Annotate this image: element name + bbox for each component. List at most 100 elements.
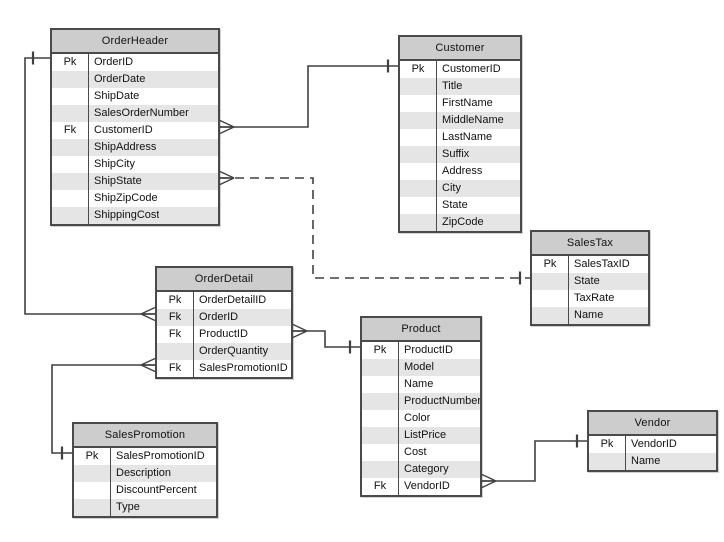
key-cell — [400, 197, 437, 214]
key-cell — [400, 78, 437, 95]
table-row: ProductNumber — [362, 393, 480, 410]
field-cell: CustomerID — [94, 124, 153, 136]
table-row: Description — [74, 465, 216, 482]
field-cell: OrderDate — [94, 73, 146, 85]
field-cell: Description — [116, 467, 172, 479]
key-cell — [532, 290, 569, 307]
table-row: LastName — [400, 129, 520, 146]
key-cell: Pk — [532, 256, 569, 273]
relationship-line[interactable] — [482, 440, 587, 482]
table-row: ShippingCost — [52, 207, 218, 224]
field-cell: VendorID — [404, 480, 450, 492]
relationship-line[interactable] — [220, 65, 398, 128]
key-cell: Fk — [52, 122, 89, 139]
field-cell: State — [574, 275, 600, 287]
field-cell: LastName — [442, 131, 493, 143]
table-row: Name — [532, 307, 648, 324]
table-row: ZipCode — [400, 214, 520, 231]
field-cell: OrderQuantity — [199, 345, 269, 357]
crow-foot-icon — [292, 323, 308, 339]
key-cell — [362, 359, 399, 376]
key-cell — [400, 95, 437, 112]
key-cell — [52, 105, 89, 122]
field-cell: Name — [404, 378, 434, 390]
table-row: Name — [362, 376, 480, 393]
field-cell: VendorID — [631, 438, 677, 450]
table-row: ShipState — [52, 173, 218, 190]
field-cell: ShipState — [94, 175, 142, 187]
table-row: Title — [400, 78, 520, 95]
key-cell — [532, 273, 569, 290]
table-row: OrderQuantity — [157, 343, 291, 360]
table-row: MiddleName — [400, 112, 520, 129]
table-row: Suffix — [400, 146, 520, 163]
table-title: Customer — [400, 37, 520, 61]
table-row: Pk SalesTaxID — [532, 256, 648, 273]
field-cell: ShipAddress — [94, 141, 157, 153]
field-cell: MiddleName — [442, 114, 504, 126]
field-cell: State — [442, 199, 468, 211]
table-title: SalesPromotion — [74, 424, 216, 448]
key-cell: Fk — [362, 478, 399, 495]
key-cell: Pk — [74, 448, 111, 465]
table-row: TaxRate — [532, 290, 648, 307]
table-row: SalesOrderNumber — [52, 105, 218, 122]
key-cell — [74, 499, 111, 516]
field-cell: SalesPromotionID — [116, 450, 205, 462]
relationship-line[interactable] — [220, 177, 530, 279]
key-cell — [400, 129, 437, 146]
field-cell: FirstName — [442, 97, 493, 109]
key-cell — [362, 376, 399, 393]
relationship-line[interactable] — [293, 330, 360, 348]
table-row: Type — [74, 499, 216, 516]
table-row: OrderDate — [52, 71, 218, 88]
table-row: ShipZipCode — [52, 190, 218, 207]
connector-product-orderdetail[interactable] — [292, 323, 360, 354]
field-cell: Color — [404, 412, 431, 424]
field-cell: ShipDate — [94, 90, 140, 102]
table-row: ShipCity — [52, 156, 218, 173]
field-cell: SalesTaxID — [574, 258, 630, 270]
key-cell: Pk — [157, 292, 194, 309]
connector-vendor-product[interactable] — [481, 434, 587, 489]
field-cell: ShippingCost — [94, 209, 160, 221]
connector-salespromotion-orderdetail[interactable] — [51, 357, 156, 460]
field-cell: ProductNumber — [404, 395, 480, 407]
table-row: Name — [589, 453, 716, 470]
table-row: ShipAddress — [52, 139, 218, 156]
table-row: Model — [362, 359, 480, 376]
table-row: Category — [362, 461, 480, 478]
table-title: SalesTax — [532, 232, 648, 256]
table-row: ShipDate — [52, 88, 218, 105]
key-cell: Pk — [400, 61, 437, 78]
key-cell — [589, 453, 626, 470]
key-cell — [400, 214, 437, 231]
table-row: FirstName — [400, 95, 520, 112]
key-cell — [400, 163, 437, 180]
connector-customer-orderheader[interactable] — [219, 59, 398, 135]
connector-orderheader-orderdetail[interactable] — [24, 51, 156, 322]
key-cell — [52, 88, 89, 105]
table-row: Address — [400, 163, 520, 180]
crow-foot-icon — [219, 170, 235, 186]
key-cell — [400, 180, 437, 197]
field-cell: ProductID — [404, 344, 453, 356]
key-cell — [362, 410, 399, 427]
relationship-line[interactable] — [24, 57, 155, 315]
table-row: City — [400, 180, 520, 197]
field-cell: City — [442, 182, 461, 194]
key-cell — [400, 146, 437, 163]
connector-salestax-orderheader[interactable] — [219, 170, 530, 285]
field-cell: ZipCode — [442, 216, 484, 228]
table-row: Pk SalesPromotionID — [74, 448, 216, 465]
